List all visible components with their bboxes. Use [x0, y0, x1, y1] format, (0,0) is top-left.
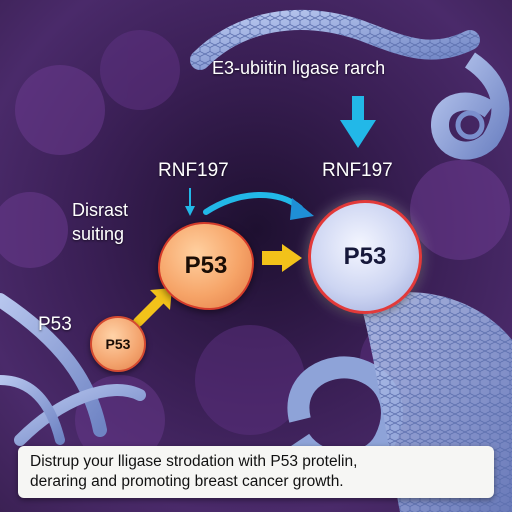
side-label-line1: Disrast: [72, 198, 172, 222]
cyan-down-arrow: [340, 96, 376, 148]
p53-label-left: P53: [38, 314, 72, 336]
rnf197-label-right: RNF197: [322, 160, 393, 182]
yellow-arrow-diagonal: [138, 288, 172, 322]
p53-node-small: P53: [90, 316, 146, 372]
p53-node-large: P53: [158, 222, 254, 310]
p53-node-target: P53: [308, 200, 422, 314]
caption-line-1: Distrup your lligase strodation with P53…: [30, 452, 482, 472]
side-label: Disrast suiting: [72, 198, 172, 246]
cyan-curved-arrow: [206, 195, 314, 220]
cyan-small-arrow-left: [185, 188, 195, 216]
rnf197-label-left: RNF197: [158, 160, 229, 182]
yellow-arrow-right: [262, 244, 302, 272]
side-label-line2: suiting: [72, 222, 172, 246]
caption-line-2: deraring and promoting breast cancer gro…: [30, 472, 482, 492]
protein-tube-top: [200, 20, 470, 60]
caption-box: Distrup your lligase strodation with P53…: [18, 446, 494, 498]
protein-coil-right: [440, 60, 500, 151]
header-label: E3-ubiitin ligase rarch: [212, 58, 385, 79]
